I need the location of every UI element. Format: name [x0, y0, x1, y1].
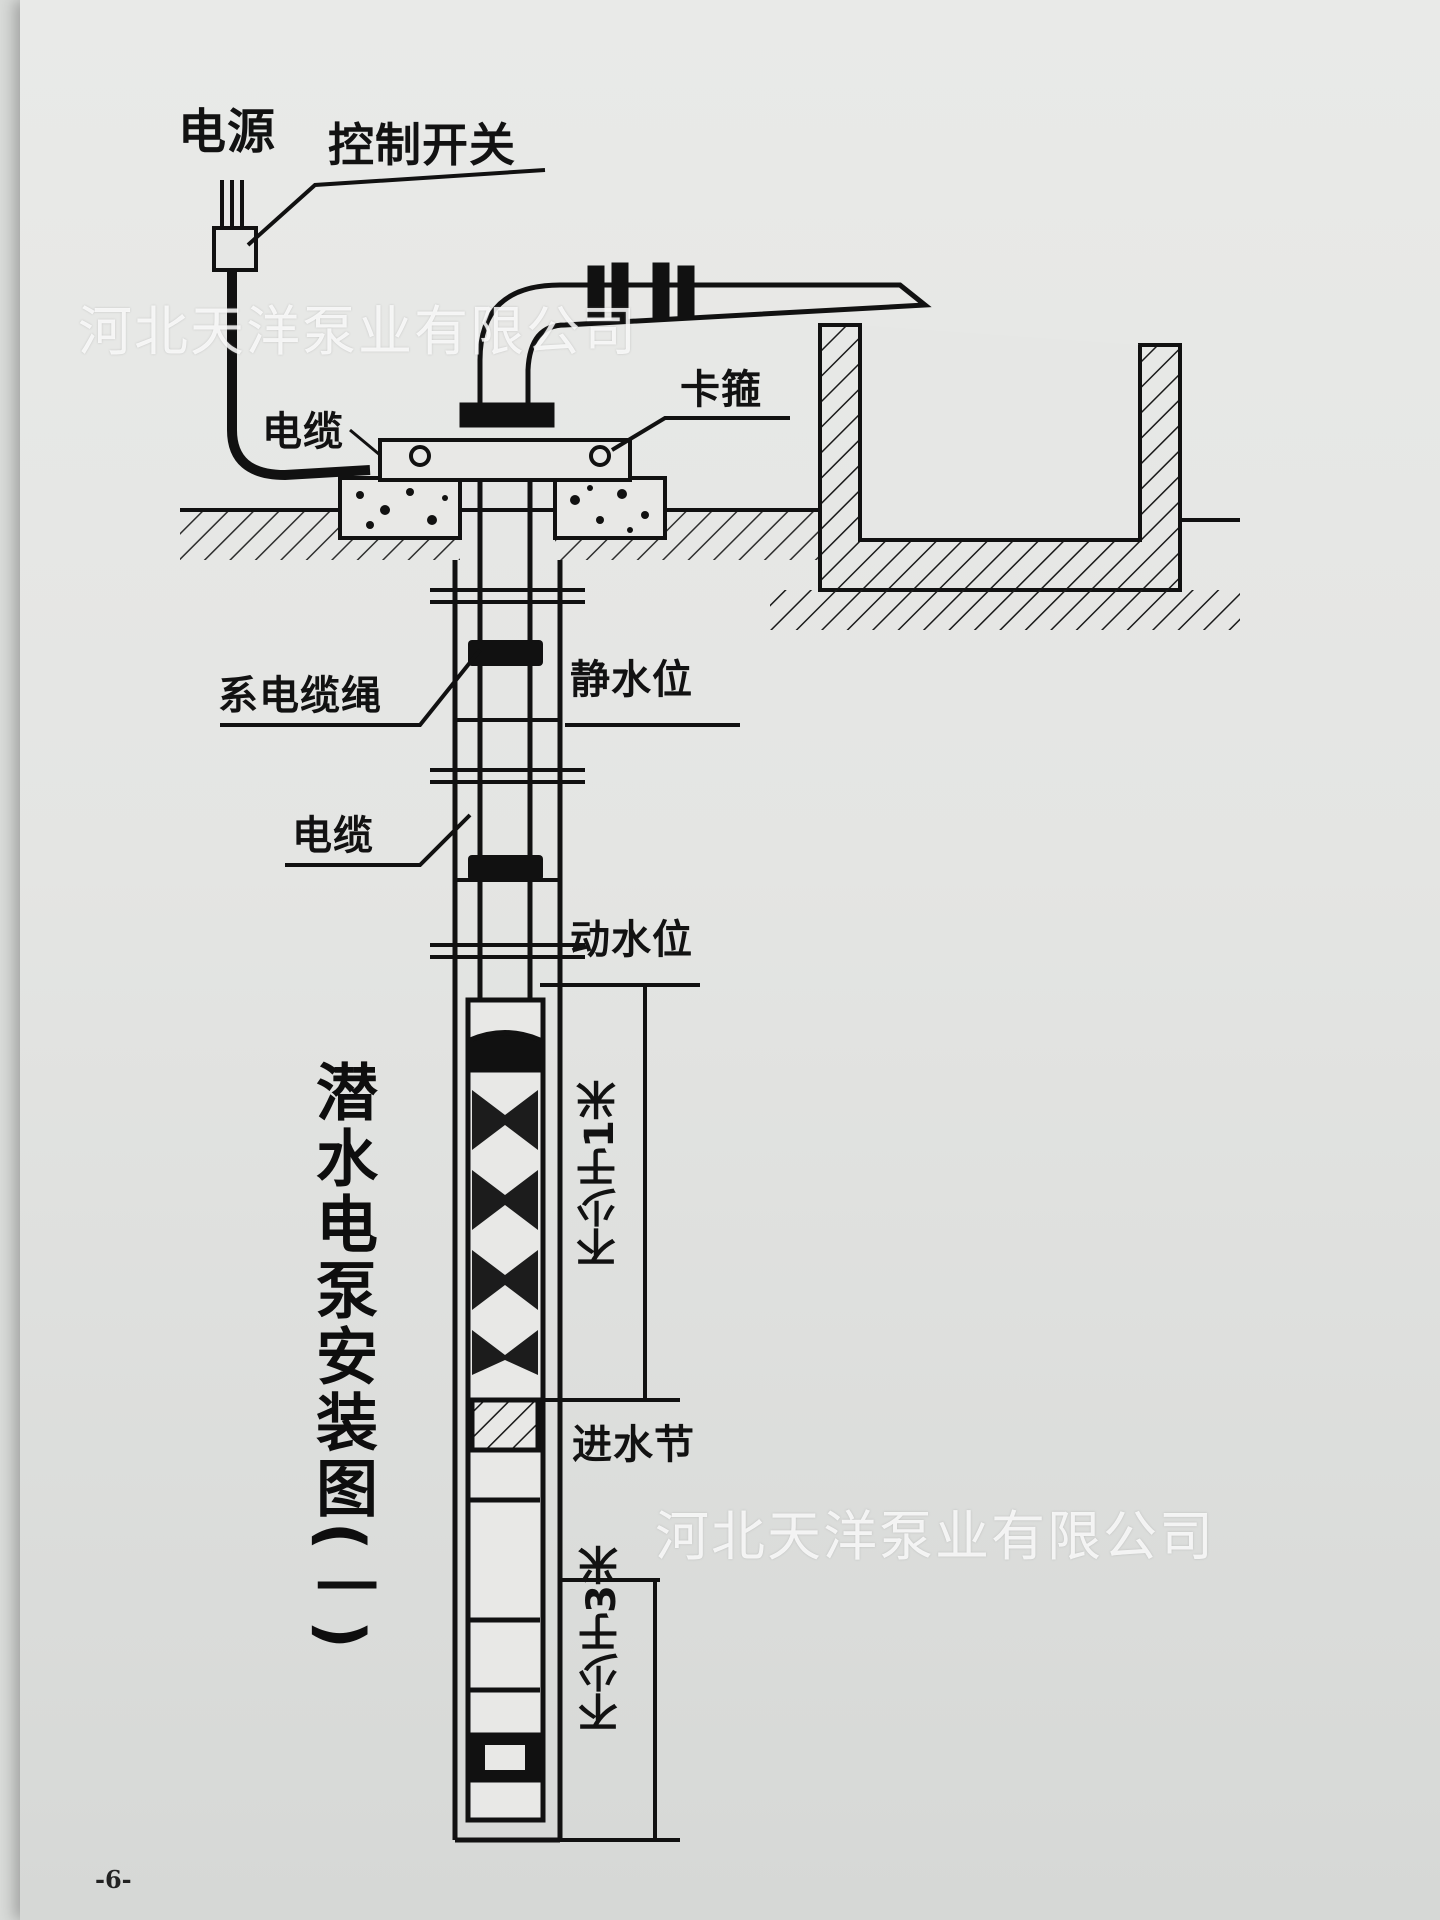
- watermark-bottom: 河北天洋泵业有限公司: [655, 1505, 1215, 1568]
- casing-couplings: [430, 588, 585, 959]
- dimension-brackets: [540, 983, 680, 1842]
- well-casing: [452, 480, 563, 1843]
- page-number: -6-: [95, 1865, 132, 1894]
- static-water-label: 静水位: [570, 657, 693, 703]
- power-cable: [227, 270, 371, 481]
- switch-label: 控制开关: [328, 118, 516, 172]
- rope-clamps: [468, 640, 543, 881]
- outlet-pipe: [459, 262, 932, 428]
- pump-body: [465, 997, 546, 1823]
- power-label: 电源: [178, 104, 277, 160]
- rope-label: 系电缆绳: [218, 673, 382, 719]
- water-tank: [770, 323, 1240, 630]
- dynamic-water-label: 动水位: [570, 917, 693, 963]
- min-1m-label: 不少于1米: [577, 1080, 623, 1268]
- cable-top-label: 电缆: [262, 409, 344, 455]
- clamp-label: 卡箍: [680, 367, 762, 413]
- switch-leader-line: [246, 168, 546, 247]
- watermark-top: 河北天洋泵业有限公司: [78, 300, 638, 363]
- power-plug: [212, 180, 258, 272]
- inlet-label: 进水节: [572, 1422, 695, 1468]
- document-page: [20, 0, 1440, 1920]
- min-3m-label: 不少于3米: [579, 1545, 625, 1733]
- cable-leader-line: [349, 428, 381, 457]
- ground: [180, 508, 820, 560]
- cable-mid-label: 电缆: [292, 813, 374, 859]
- diagram-title: 潜水电泵安装图(一): [305, 1060, 378, 1653]
- clamp-leader-line: [610, 416, 790, 452]
- wellhead-base: [338, 438, 667, 540]
